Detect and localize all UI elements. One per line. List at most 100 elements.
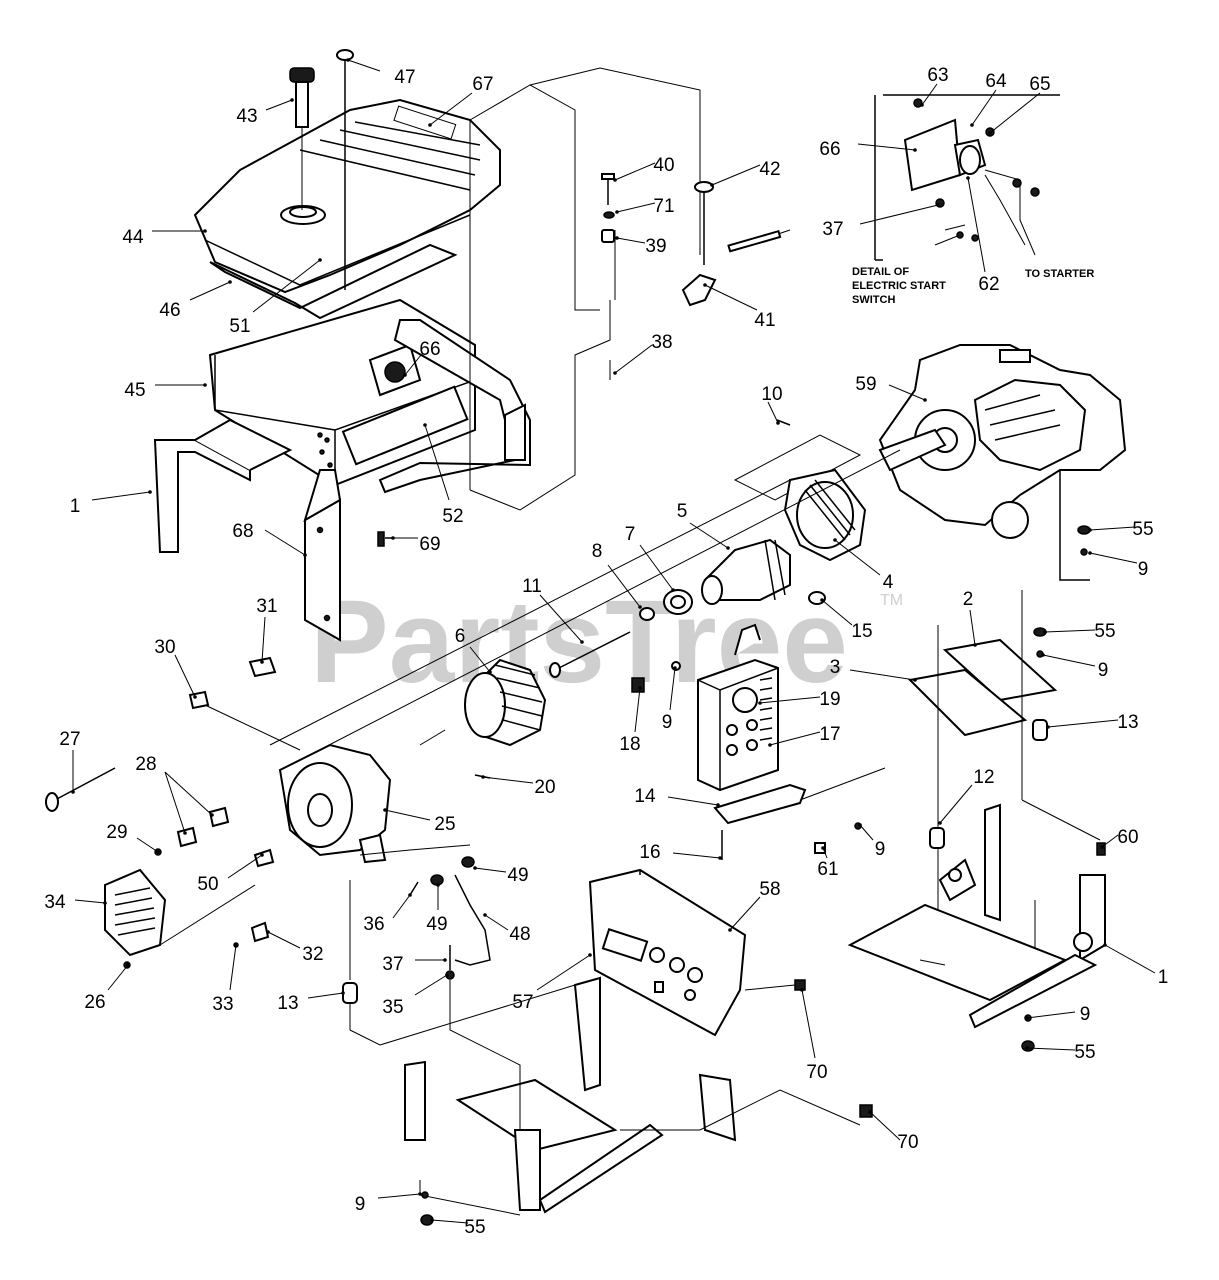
part-number-c30[interactable]: 30 — [154, 637, 175, 658]
frame-tube-right — [847, 803, 1106, 1052]
part-number-c49b[interactable]: 49 — [426, 914, 447, 935]
part-number-c58[interactable]: 58 — [759, 879, 780, 900]
leader-line-c7 — [639, 544, 674, 591]
leader-line-c52 — [424, 424, 450, 501]
leader-line-c55c — [1026, 1047, 1076, 1051]
linkage-lines — [469, 67, 791, 511]
part-number-c40[interactable]: 40 — [653, 155, 674, 176]
part-number-c26[interactable]: 26 — [84, 992, 105, 1013]
part-number-c31[interactable]: 31 — [256, 596, 277, 617]
part-number-c9c[interactable]: 9 — [662, 712, 673, 733]
leader-head-c29 — [156, 850, 160, 854]
stator-6 — [464, 658, 547, 747]
leader-line-c9a — [1089, 552, 1138, 564]
part-number-c13b[interactable]: 13 — [277, 993, 298, 1014]
part-number-c9a[interactable]: 9 — [1138, 559, 1149, 580]
part-number-c45[interactable]: 45 — [124, 380, 145, 401]
part-number-c9d[interactable]: 9 — [875, 839, 886, 860]
part-number-c5[interactable]: 5 — [677, 501, 688, 522]
part-number-c49a[interactable]: 49 — [507, 865, 528, 886]
part-number-c17[interactable]: 17 — [819, 724, 840, 745]
part-number-c47[interactable]: 47 — [394, 67, 415, 88]
part-number-c57[interactable]: 57 — [512, 992, 533, 1013]
part-number-c36[interactable]: 36 — [363, 914, 384, 935]
leader-line-c71 — [616, 202, 656, 213]
part-number-c64[interactable]: 64 — [985, 71, 1007, 92]
part-number-c60[interactable]: 60 — [1117, 827, 1138, 848]
leader-head-c66a — [403, 373, 407, 377]
part-number-c38[interactable]: 38 — [651, 332, 672, 353]
part-number-c62[interactable]: 62 — [978, 274, 999, 295]
part-number-c43[interactable]: 43 — [236, 106, 257, 127]
part-number-c7[interactable]: 7 — [625, 524, 636, 545]
part-number-c37b[interactable]: 37 — [382, 954, 403, 975]
part-number-c6[interactable]: 6 — [455, 626, 466, 647]
part-number-c55b[interactable]: 55 — [1094, 621, 1115, 642]
part-number-c37a[interactable]: 37 — [822, 219, 843, 240]
part-number-c48[interactable]: 48 — [509, 924, 530, 945]
part-number-c16[interactable]: 16 — [639, 842, 660, 863]
part-number-c42[interactable]: 42 — [759, 159, 780, 180]
part-number-c13a[interactable]: 13 — [1117, 712, 1138, 733]
part-number-c35[interactable]: 35 — [382, 997, 403, 1018]
part-number-c15[interactable]: 15 — [851, 621, 872, 642]
part-number-c50[interactable]: 50 — [197, 874, 218, 895]
part-number-c18[interactable]: 18 — [619, 734, 640, 755]
leader-head-c5 — [726, 546, 730, 550]
fuel-tank — [193, 98, 501, 294]
part-number-c32[interactable]: 32 — [302, 944, 323, 965]
part-number-c46[interactable]: 46 — [159, 300, 180, 321]
part-number-c2[interactable]: 2 — [963, 589, 974, 610]
part-number-c25[interactable]: 25 — [434, 814, 455, 835]
part-number-c14[interactable]: 14 — [634, 786, 656, 807]
part-number-c67[interactable]: 67 — [472, 74, 493, 95]
part-number-c59[interactable]: 59 — [855, 374, 876, 395]
part-number-c55d[interactable]: 55 — [464, 1217, 485, 1238]
part-number-c66a[interactable]: 66 — [419, 339, 440, 360]
part-number-c41[interactable]: 41 — [754, 310, 775, 331]
leader-line-c59 — [888, 384, 926, 401]
part-number-c55c[interactable]: 55 — [1074, 1042, 1095, 1063]
part-number-c20[interactable]: 20 — [534, 777, 555, 798]
part-number-c1b[interactable]: 1 — [1158, 967, 1169, 988]
part-number-c44[interactable]: 44 — [122, 227, 144, 248]
leader-head-c26 — [126, 963, 130, 967]
part-number-c61[interactable]: 61 — [817, 859, 838, 880]
leader-line-c28 — [164, 771, 213, 816]
part-number-c9f[interactable]: 9 — [355, 1194, 366, 1215]
part-number-c27[interactable]: 27 — [59, 729, 80, 750]
part-number-c39[interactable]: 39 — [645, 236, 666, 257]
leader-line-c16 — [672, 852, 721, 859]
part-number-c19[interactable]: 19 — [819, 689, 840, 710]
part-number-c55a[interactable]: 55 — [1132, 519, 1153, 540]
part-number-c29[interactable]: 29 — [106, 822, 127, 843]
part-number-c70a[interactable]: 70 — [806, 1062, 827, 1083]
part-number-c66b[interactable]: 66 — [819, 139, 840, 160]
end-bell-25 — [278, 743, 392, 864]
part-number-c63[interactable]: 63 — [927, 65, 948, 86]
part-number-c52[interactable]: 52 — [442, 506, 463, 527]
part-number-c8[interactable]: 8 — [592, 541, 603, 562]
part-number-c33[interactable]: 33 — [212, 994, 233, 1015]
part-number-c11[interactable]: 11 — [522, 576, 542, 597]
part-number-c9b[interactable]: 9 — [1098, 660, 1109, 681]
part-number-c68[interactable]: 68 — [232, 521, 253, 542]
part-number-c28[interactable]: 28 — [135, 754, 156, 775]
part-number-c10[interactable]: 10 — [761, 384, 782, 405]
part-number-c9e[interactable]: 9 — [1080, 1004, 1091, 1025]
part-number-c71[interactable]: 71 — [653, 196, 674, 217]
part-number-c12[interactable]: 12 — [973, 767, 994, 788]
part-number-c51[interactable]: 51 — [229, 316, 250, 337]
part-number-c65[interactable]: 65 — [1029, 74, 1050, 95]
part-number-c1a[interactable]: 1 — [70, 496, 81, 517]
leader-line-c8 — [607, 564, 641, 608]
part-number-c34[interactable]: 34 — [44, 892, 66, 913]
part-number-c69[interactable]: 69 — [419, 534, 440, 555]
leader-head-c59 — [923, 398, 927, 402]
part-number-c3[interactable]: 3 — [830, 657, 841, 678]
leader-head-c9e — [1025, 1016, 1029, 1020]
leader-head-c9a — [1088, 551, 1092, 555]
part-number-c4[interactable]: 4 — [883, 572, 894, 593]
part-number-c70b[interactable]: 70 — [897, 1132, 918, 1153]
